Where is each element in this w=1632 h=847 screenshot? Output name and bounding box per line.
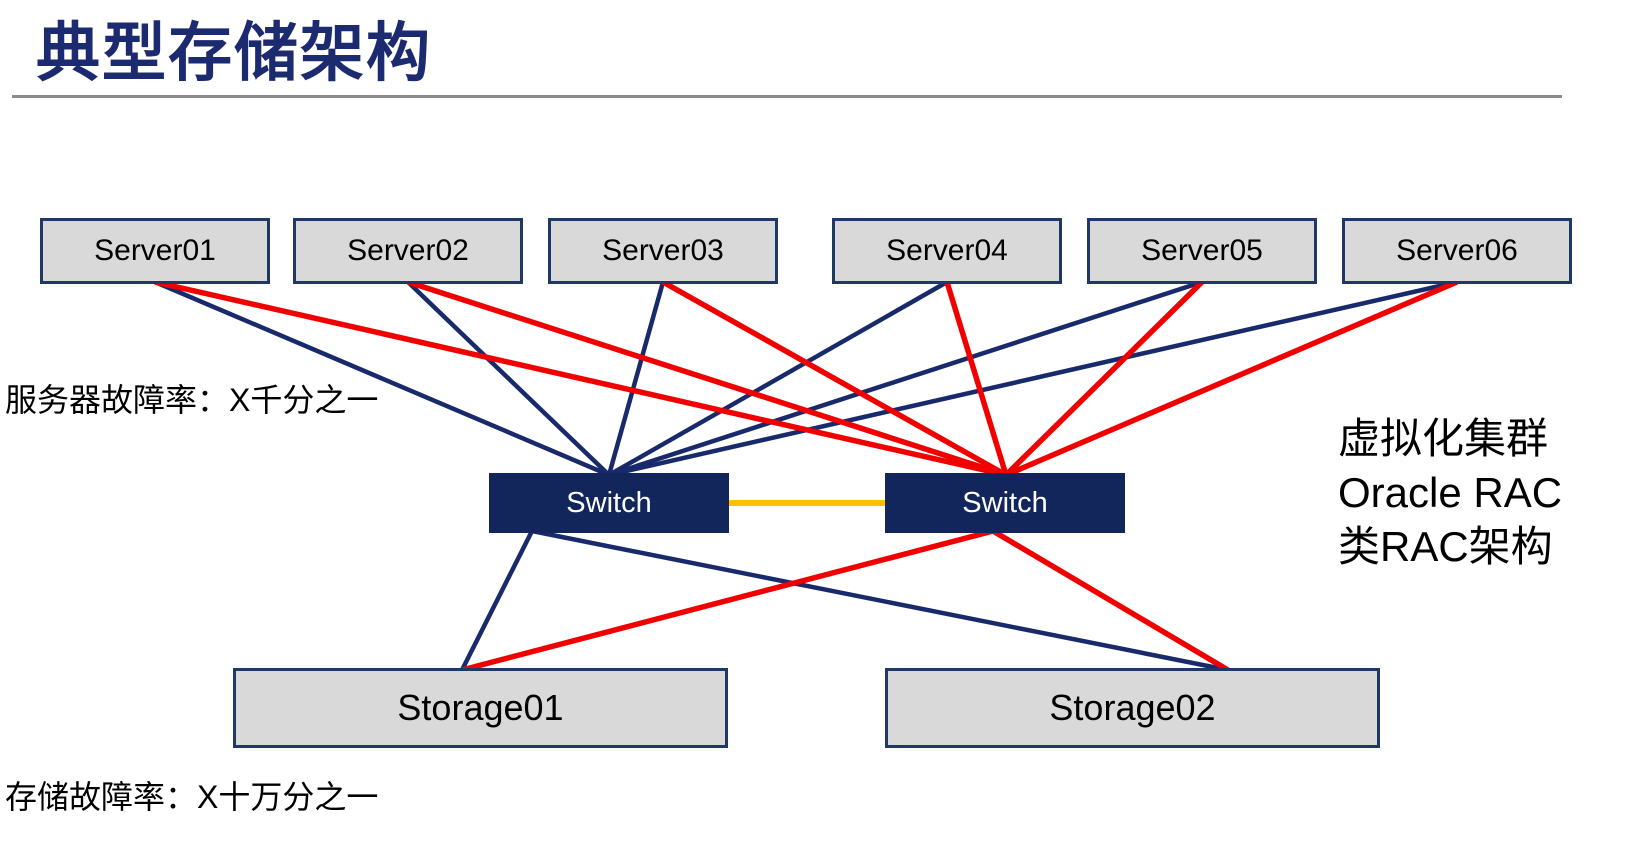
edge-server06-to-switch-left (608, 279, 1458, 478)
node-server04: Server04 (832, 218, 1062, 284)
switch-left-label: Switch (566, 486, 652, 519)
cluster-note-line3: 类RAC架构 (1338, 523, 1553, 570)
edge-server04-to-switch-left (607, 280, 949, 477)
node-server03: Server03 (548, 218, 778, 284)
edge-server01-to-switch-left (154, 279, 610, 478)
node-switch-right: Switch (885, 473, 1125, 533)
edge-server01-to-switch-right (154, 279, 1007, 478)
server05-label: Server05 (1141, 234, 1263, 267)
title-divider (12, 95, 1562, 98)
edge-server05-to-switch-left (608, 279, 1203, 478)
edge-switch-left-to-storage01 (459, 529, 535, 672)
server02-label: Server02 (347, 234, 469, 267)
server04-label: Server04 (886, 234, 1008, 267)
switch-right-label: Switch (962, 486, 1048, 519)
storage01-label: Storage01 (397, 687, 564, 728)
edge-server06-to-switch-right (1004, 279, 1459, 478)
page-title: 典型存储架构 (36, 17, 432, 89)
edge-server03-to-switch-right (661, 279, 1008, 478)
edge-switch-left-to-storage02 (531, 528, 1229, 673)
node-switch-left: Switch (489, 473, 729, 533)
server01-label: Server01 (94, 234, 216, 267)
node-server05: Server05 (1087, 218, 1317, 284)
server06-label: Server06 (1396, 234, 1518, 267)
cluster-note: 虚拟化集群 Oracle RAC 类RAC架构 (1338, 412, 1562, 574)
node-storage01: Storage01 (233, 668, 728, 748)
edge-switch-right-to-storage02 (991, 528, 1230, 673)
server03-label: Server03 (602, 234, 724, 267)
node-server02: Server02 (293, 218, 523, 284)
edge-server02-to-switch-left (406, 280, 611, 477)
node-server06: Server06 (1342, 218, 1572, 284)
node-storage02: Storage02 (885, 668, 1380, 748)
cluster-note-line1: 虚拟化集群 (1338, 415, 1549, 462)
storage02-label: Storage02 (1049, 687, 1216, 728)
server-failure-rate-note: 服务器故障率：X千分之一 (5, 382, 379, 418)
edge-switch-right-to-storage01 (461, 528, 994, 673)
storage-failure-rate-note: 存储故障率：X十万分之一 (5, 779, 379, 815)
cluster-note-line2: Oracle RAC (1338, 469, 1563, 516)
edge-server02-to-switch-right (407, 279, 1007, 478)
edge-server04-to-switch-right (944, 281, 1009, 476)
edge-server03-to-switch-left (606, 281, 666, 476)
edge-server05-to-switch-right (1004, 280, 1204, 477)
node-server01: Server01 (40, 218, 270, 284)
